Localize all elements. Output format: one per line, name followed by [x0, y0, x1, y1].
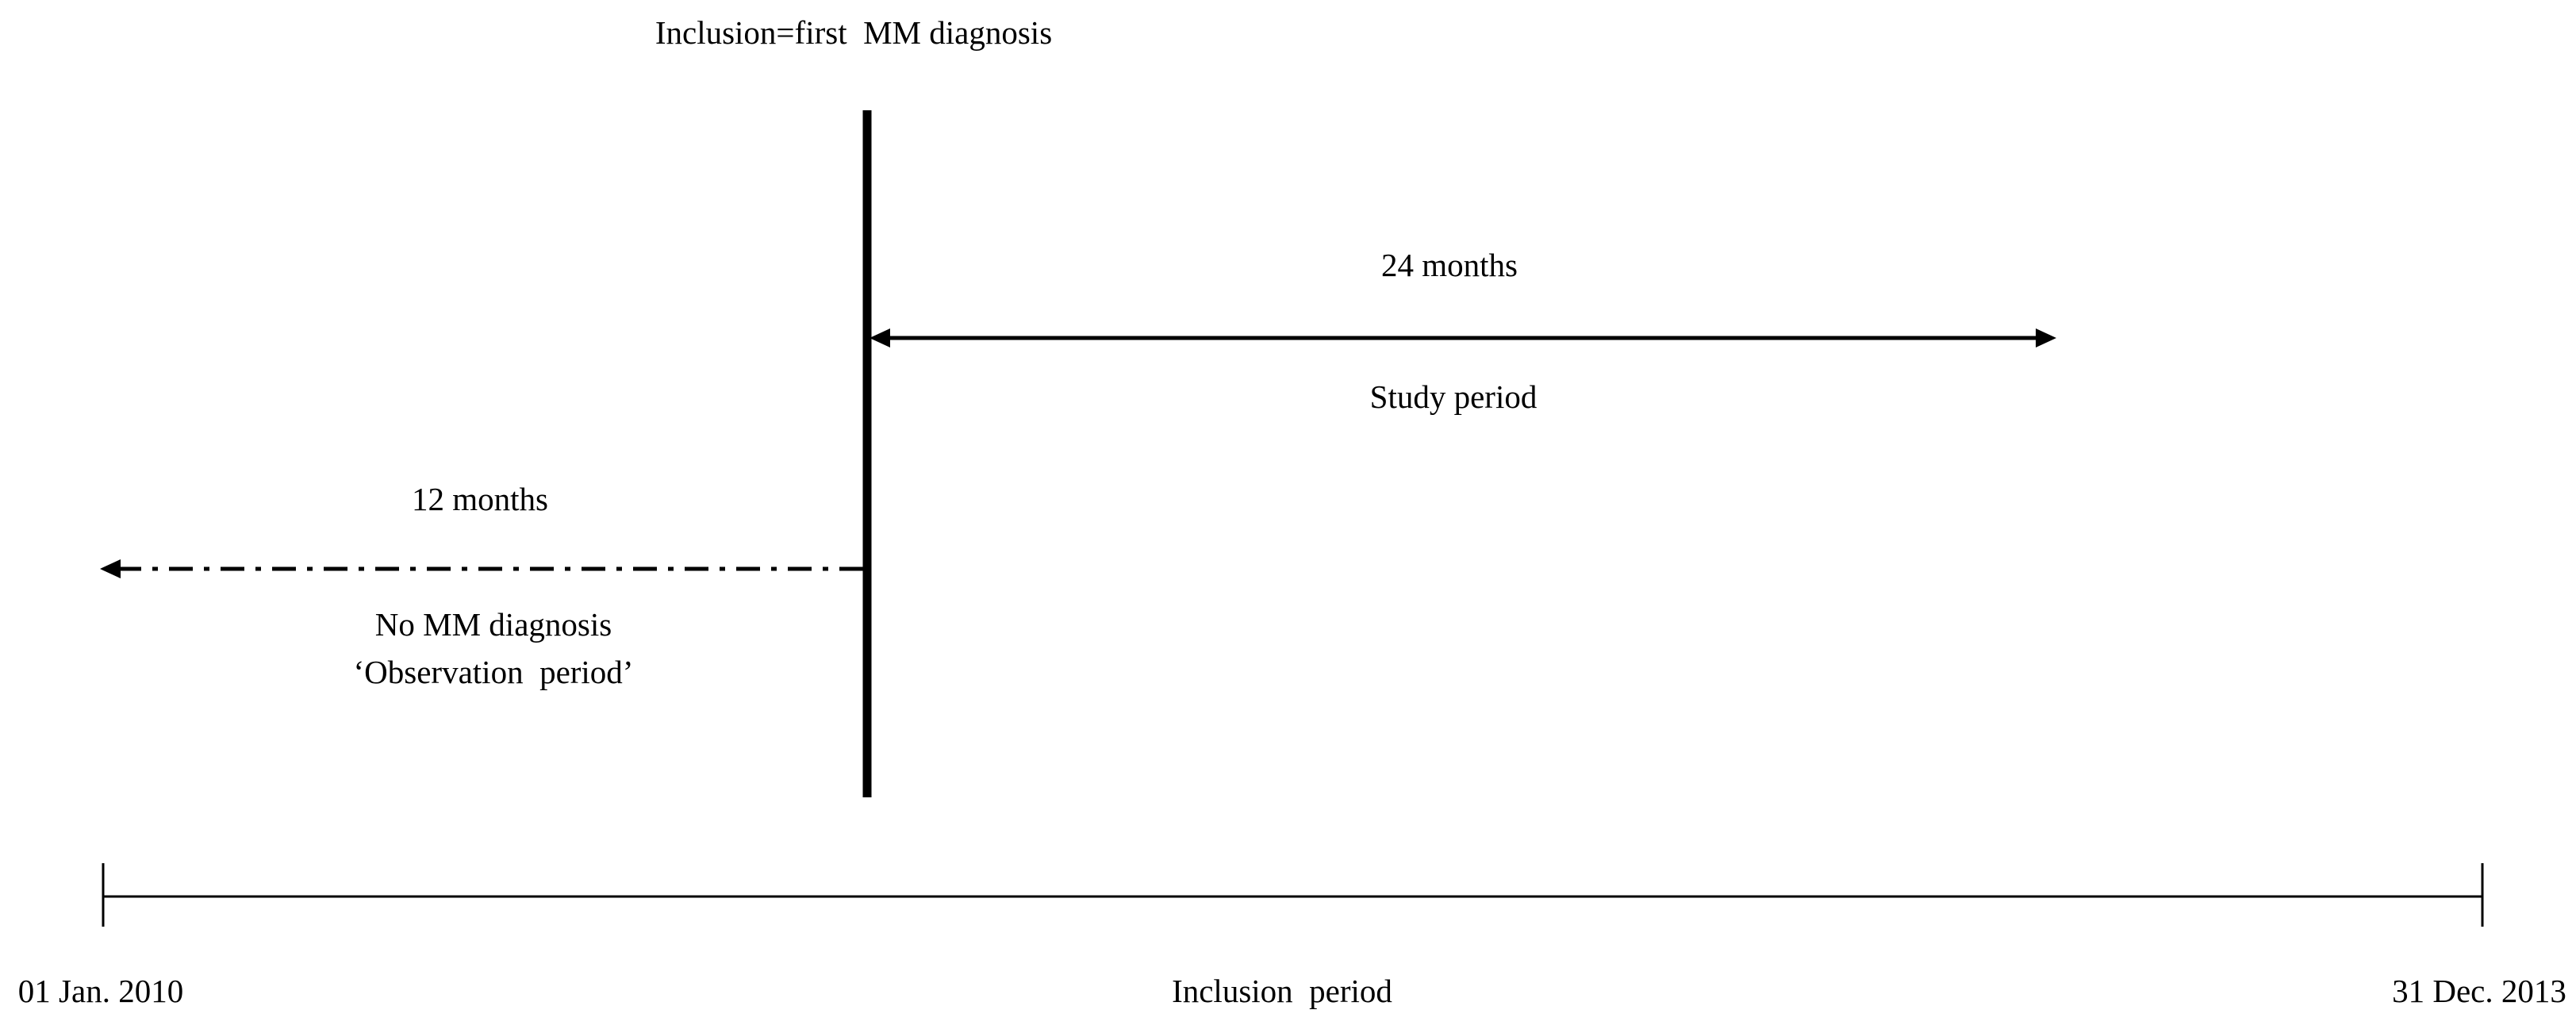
- study-period-duration-label: 24 months: [1381, 247, 1518, 283]
- observation-period-arrow: [100, 559, 863, 578]
- inclusion-period-start-label: 01 Jan. 2010: [18, 973, 183, 1009]
- inclusion-period-axis: [102, 863, 2484, 927]
- study-period-name-label: Study period: [1370, 378, 1538, 415]
- inclusion-event-label: Inclusion=first MM diagnosis: [655, 14, 1052, 51]
- inclusion-period-end-label: 31 Dec. 2013: [2392, 973, 2566, 1009]
- observation-period-arrow-head: [100, 559, 121, 578]
- study-period-arrow-right-head: [2036, 328, 2056, 347]
- study-period-arrow: [870, 328, 2056, 347]
- observation-period-description-line2: ‘Observation period’: [354, 654, 634, 690]
- observation-period-description-line1: No MM diagnosis: [375, 606, 612, 643]
- inclusion-period-name-label: Inclusion period: [1172, 973, 1392, 1009]
- study-period-arrow-left-head: [870, 328, 890, 347]
- observation-period-duration-label: 12 months: [412, 481, 548, 517]
